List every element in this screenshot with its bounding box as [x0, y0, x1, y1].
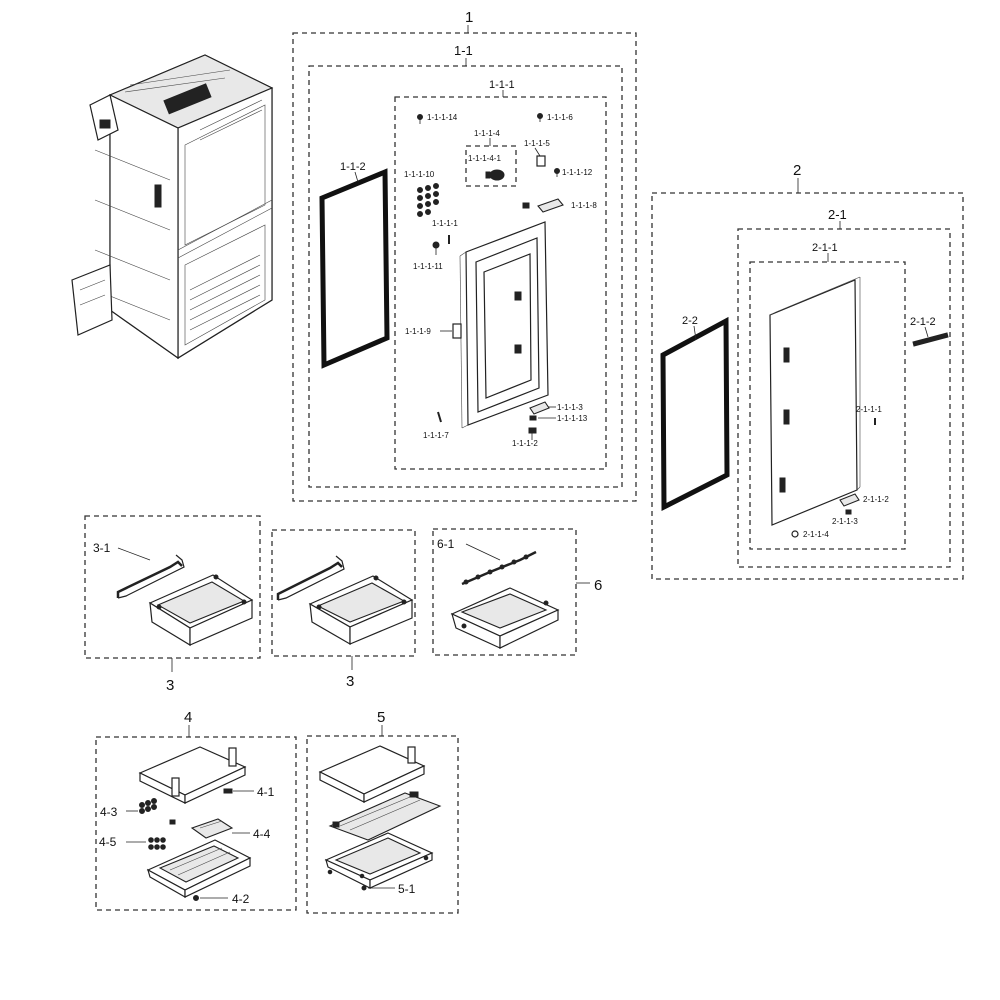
label-1-1-1-1: 1-1-1-1 [432, 219, 458, 228]
label-1-1-1-11: 1-1-1-11 [413, 262, 443, 271]
label-2-1-1-3: 2-1-1-3 [832, 517, 858, 526]
label-1-1-1-13: 1-1-1-13 [557, 414, 588, 423]
group-1-1-box [308, 65, 623, 488]
cover-5 [318, 745, 426, 803]
part-4-2 [193, 895, 199, 901]
handle-2-1-2 [912, 332, 949, 347]
label-1-1-2: 1-1-2 [340, 161, 366, 173]
label-2-1-1-4: 2-1-1-4 [803, 530, 829, 539]
hinge-parts-1-1-1-3 [528, 401, 550, 434]
frame-4 [146, 839, 252, 899]
label-1-1-1-6: 1-1-1-6 [547, 113, 573, 122]
group-1-box [292, 32, 637, 502]
screw-1-1-1-6 [537, 113, 543, 122]
label-4-2: 4-2 [232, 892, 250, 906]
screw-1-1-1-12 [554, 168, 560, 177]
group-6-label: 6 [594, 577, 602, 594]
label-1-1-1-7: 1-1-1-7 [423, 431, 449, 440]
group-1-1-1-4-box [465, 145, 517, 187]
group-1-label: 1 [465, 9, 473, 26]
label-2-1-2: 2-1-2 [910, 316, 936, 328]
label-3-1: 3-1 [93, 541, 111, 555]
refrigerator-cabinet-illustration [71, 54, 274, 360]
group-2-1-1-label: 2-1-1 [812, 242, 838, 254]
label-6-1: 6-1 [437, 537, 455, 551]
bin-3a [148, 574, 254, 647]
door-gasket-1-1-2 [319, 168, 390, 369]
group-1-1-1-box [394, 96, 607, 470]
group-2-1-box [737, 228, 951, 568]
cover-4 [138, 746, 247, 804]
group-1-1-1-label: 1-1-1 [489, 79, 515, 91]
wire-rail-3b [276, 555, 345, 601]
door-frame-1-1-1 [459, 221, 549, 429]
rail-6-1 [461, 550, 537, 586]
screws-4-3 [139, 798, 157, 814]
group-3a-label: 3 [166, 677, 174, 694]
group-5-label: 5 [377, 709, 385, 726]
group-4-label: 4 [184, 709, 192, 726]
part-1-1-1-5 [536, 155, 546, 167]
label-4-4: 4-4 [253, 827, 271, 841]
label-1-1-1-2: 1-1-1-2 [512, 439, 538, 448]
group-2-label: 2 [793, 162, 801, 179]
part-4-1 [223, 788, 233, 794]
part-5-1 [361, 885, 367, 891]
label-2-1-1-1: 2-1-1-1 [856, 405, 882, 414]
group-3a-box [84, 515, 261, 659]
screw-1-1-1-14 [417, 114, 423, 124]
label-1-1-1-14: 1-1-1-14 [427, 113, 458, 122]
label-1-1-1-12: 1-1-1-12 [562, 168, 593, 177]
bin-3b [308, 575, 414, 646]
group-2-1-1-box [749, 261, 906, 550]
wire-rail-3-1 [116, 554, 185, 599]
label-5-1: 5-1 [398, 882, 416, 896]
part-1-1-1-7 [437, 411, 442, 423]
label-4-1: 4-1 [257, 785, 275, 799]
label-1-1-1-10: 1-1-1-10 [404, 170, 435, 179]
part-1-1-1-4-1 [485, 169, 505, 181]
tray-6 [450, 587, 560, 649]
part-1-1-1-8 [522, 198, 564, 213]
part-2-1-1-2 [839, 493, 860, 507]
group-4-box [95, 736, 297, 911]
part-2-1-1-4 [791, 530, 799, 538]
label-2-2: 2-2 [682, 315, 698, 327]
screw-1-1-1-11 [432, 241, 440, 255]
screws-4-5 [148, 837, 166, 850]
label-2-1-1-2: 2-1-1-2 [863, 495, 889, 504]
frame-5 [324, 832, 434, 889]
group-5-box [306, 735, 459, 914]
label-1-1-1-9: 1-1-1-9 [405, 327, 431, 336]
group-3b-label: 3 [346, 673, 354, 690]
door-gasket-2-2 [660, 316, 730, 512]
label-1-1-1-5: 1-1-1-5 [524, 139, 550, 148]
part-1-1-1-9 [452, 323, 462, 339]
label-4-3: 4-3 [100, 805, 118, 819]
label-1-1-1-3: 1-1-1-3 [557, 403, 583, 412]
label-4-5: 4-5 [99, 835, 117, 849]
rail-5 [328, 791, 442, 841]
group-1-1-1-4-label: 1-1-1-4 [474, 129, 500, 138]
door-panel-2-1-1 [769, 276, 861, 526]
part-4-4 [169, 818, 234, 839]
group-2-1-label: 2-1 [828, 207, 847, 222]
group-1-1-label: 1-1 [454, 43, 473, 58]
group-2-box [651, 192, 964, 580]
part-2-1-1-3 [845, 509, 852, 515]
screw-set-1-1-1-10 [417, 183, 439, 217]
label-1-1-1-4-1: 1-1-1-4-1 [468, 154, 501, 163]
label-1-1-1-8: 1-1-1-8 [571, 201, 597, 210]
